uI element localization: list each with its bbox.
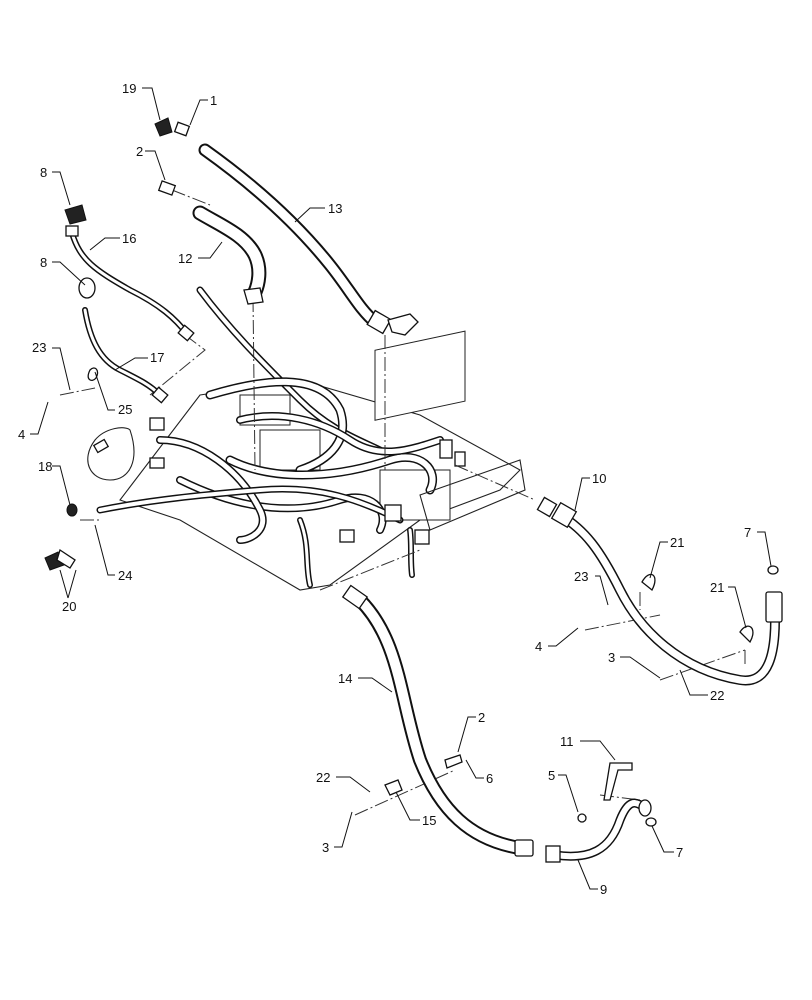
callout-1: 1 — [210, 93, 217, 108]
tube-10 — [536, 496, 783, 686]
hose-14 — [341, 584, 534, 857]
callout-7: 7 — [676, 845, 683, 860]
callout-10: 10 — [592, 471, 606, 486]
callout-22: 22 — [316, 770, 330, 785]
callout-3: 3 — [608, 650, 615, 665]
callout-5: 5 — [548, 768, 555, 783]
callout-2: 2 — [478, 710, 485, 725]
tube-16 — [65, 225, 195, 342]
callout-8: 8 — [40, 165, 47, 180]
callout-15: 15 — [422, 813, 436, 828]
callout-11: 11 — [560, 734, 574, 749]
callout-7: 7 — [744, 525, 751, 540]
callout-3: 3 — [322, 840, 329, 855]
callout-4: 4 — [18, 427, 25, 442]
valve-assembly — [87, 286, 526, 591]
callout-24: 24 — [118, 568, 132, 583]
callout-17: 17 — [150, 350, 164, 365]
callout-2: 2 — [136, 144, 143, 159]
callout-12: 12 — [178, 251, 192, 266]
small-parts — [44, 117, 779, 827]
callout-9: 9 — [600, 882, 607, 897]
hose-12 — [192, 205, 267, 305]
callout-23: 23 — [574, 569, 588, 584]
callout-21: 21 — [670, 535, 684, 550]
callout-16: 16 — [122, 231, 136, 246]
callout-6: 6 — [486, 771, 493, 786]
callout-13: 13 — [328, 201, 342, 216]
leader-lines — [30, 87, 772, 890]
callout-18: 18 — [38, 459, 52, 474]
callout-22: 22 — [710, 688, 724, 703]
callout-8: 8 — [40, 255, 47, 270]
callout-25: 25 — [118, 402, 132, 417]
tube-9 — [545, 798, 652, 863]
callout-21: 21 — [710, 580, 724, 595]
callout-4: 4 — [535, 639, 542, 654]
callout-20: 20 — [62, 599, 76, 614]
callout-14: 14 — [338, 671, 352, 686]
callout-19: 19 — [122, 81, 136, 96]
tube-17 — [82, 307, 169, 404]
hose-13 — [198, 143, 419, 336]
callout-23: 23 — [32, 340, 46, 355]
callout-labels: 19 1 2 8 8 16 13 12 23 17 25 4 18 24 20 … — [18, 81, 751, 897]
